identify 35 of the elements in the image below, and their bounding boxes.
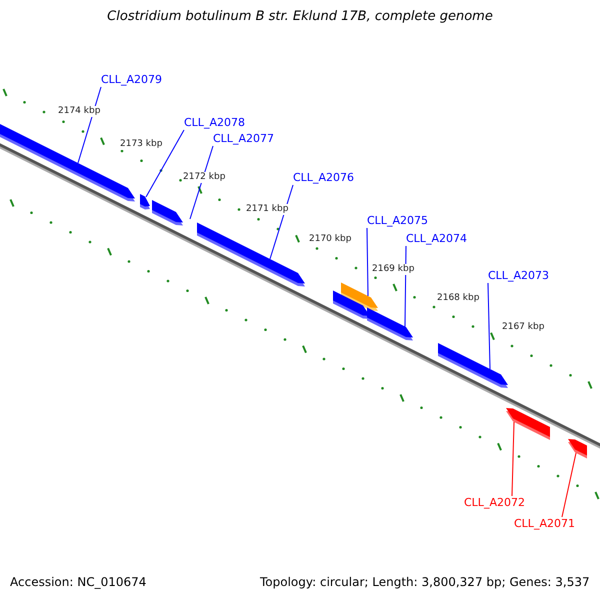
gene-label: CLL_A2079: [101, 73, 162, 87]
gene-block: [140, 194, 150, 210]
leader-line: [512, 422, 514, 496]
scale-label: 2173 kbp: [120, 139, 162, 150]
gene-block: [438, 343, 508, 388]
leader-line: [562, 452, 576, 518]
gene-label: CLL_A2073: [488, 269, 549, 283]
gene-block: [197, 222, 305, 286]
gene-label: CLL_A2078: [184, 116, 245, 130]
gene-label: CLL_A2072: [464, 496, 525, 510]
gene-label: CLL_A2076: [293, 171, 354, 185]
gene-block: [568, 439, 587, 458]
scale-label: 2169 kbp: [372, 264, 414, 275]
leader-line: [78, 86, 102, 164]
leader-line: [404, 246, 406, 327]
scale-label: 2174 kbp: [58, 106, 100, 117]
scale-label: 2170 kbp: [309, 234, 352, 245]
title-text: Clostridium botulinum B str. Eklund 17B, complete genome: [106, 10, 494, 24]
scale-label: 2168 kbp: [437, 293, 480, 304]
scale-label: 2167 kbp: [502, 322, 544, 333]
gene-block: [506, 408, 550, 440]
gene-label: CLL_A2077: [213, 132, 274, 146]
footer-text: Accession: NC_010674: [10, 575, 146, 589]
leader-line: [366, 228, 368, 296]
scale-label: 2171 kbp: [246, 204, 288, 215]
gene-label: CLL_A2074: [406, 232, 467, 246]
leader-line: [146, 130, 184, 198]
gene-block: [152, 200, 183, 226]
leader-line: [488, 282, 490, 370]
footer-text: Topology: circular; Length: 3,800,327 bp; Genes: 3,537: [260, 575, 590, 589]
gene-block: [367, 308, 413, 340]
gene-label: CLL_A2075: [367, 214, 428, 228]
scale-label: 2172 kbp: [183, 172, 226, 183]
gene-block: [333, 290, 370, 319]
gene-label: CLL_A2071: [514, 517, 575, 531]
